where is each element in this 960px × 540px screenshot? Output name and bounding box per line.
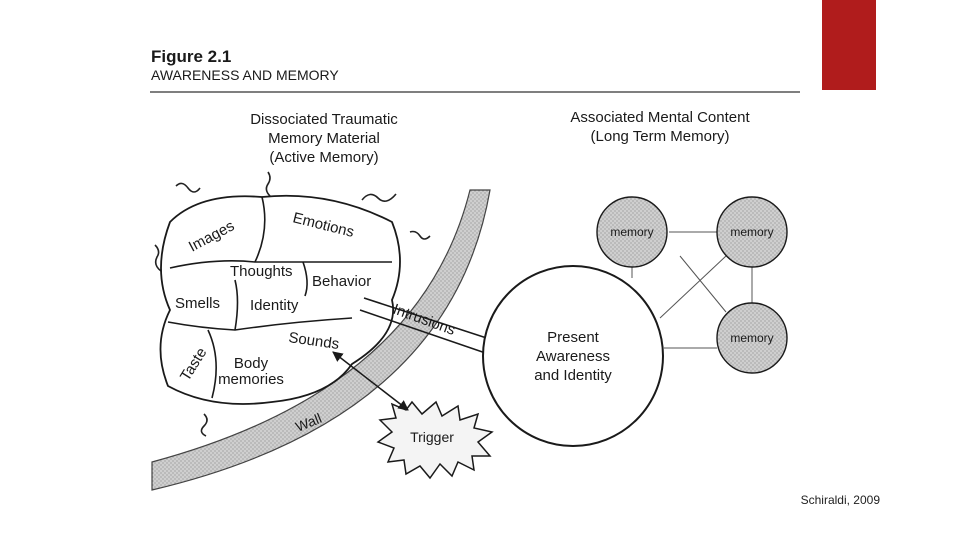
left-heading-line1: Dissociated Traumatic bbox=[250, 111, 398, 128]
fragment-identity: Identity bbox=[250, 297, 299, 314]
trigger-label: Trigger bbox=[410, 429, 454, 445]
intrusions-arrow-lower bbox=[359, 309, 502, 361]
fragment-taste: Taste bbox=[177, 345, 210, 384]
citation: Schiraldi, 2009 bbox=[800, 493, 880, 507]
fragment-emotions: Emotions bbox=[291, 209, 356, 241]
left-heading-line3: (Active Memory) bbox=[269, 149, 378, 166]
memory-connections bbox=[631, 231, 753, 349]
right-heading-line2: (Long Term Memory) bbox=[591, 128, 730, 145]
fragment-behavior: Behavior bbox=[312, 273, 371, 290]
fragment-sounds: Sounds bbox=[287, 329, 340, 353]
fragment-images: Images bbox=[186, 217, 237, 255]
fragment-smells: Smells bbox=[175, 295, 220, 312]
memory-node-1-label: memory bbox=[610, 225, 653, 239]
memory-node-2-label: memory bbox=[730, 225, 773, 239]
figure-number: Figure 2.1 bbox=[151, 47, 231, 66]
accent-bar bbox=[822, 0, 876, 90]
fragment-body-line2: memories bbox=[218, 371, 284, 388]
present-awareness-line2: Awareness bbox=[536, 348, 610, 365]
present-awareness-line1: Present bbox=[547, 329, 600, 346]
wall-band bbox=[151, 189, 491, 491]
present-awareness-line3: and Identity bbox=[534, 367, 612, 384]
trigger-starburst bbox=[376, 400, 494, 480]
left-heading-line2: Memory Material bbox=[268, 130, 380, 147]
fragment-body-line1: Body bbox=[234, 355, 269, 372]
memory-node-1 bbox=[596, 196, 668, 268]
figure-title: AWARENESS AND MEMORY bbox=[151, 67, 339, 83]
memory-node-2 bbox=[716, 196, 788, 268]
trigger-arrow bbox=[332, 351, 409, 411]
agitation-squiggles bbox=[154, 171, 431, 437]
memory-node-3 bbox=[716, 302, 788, 374]
right-heading-line1: Associated Mental Content bbox=[570, 109, 750, 126]
memory-node-3-label: memory bbox=[730, 331, 773, 345]
intrusions-arrow-upper bbox=[363, 297, 507, 347]
fragment-thoughts: Thoughts bbox=[230, 263, 293, 280]
present-awareness-circle bbox=[482, 265, 664, 447]
fragment-borders bbox=[167, 196, 392, 399]
